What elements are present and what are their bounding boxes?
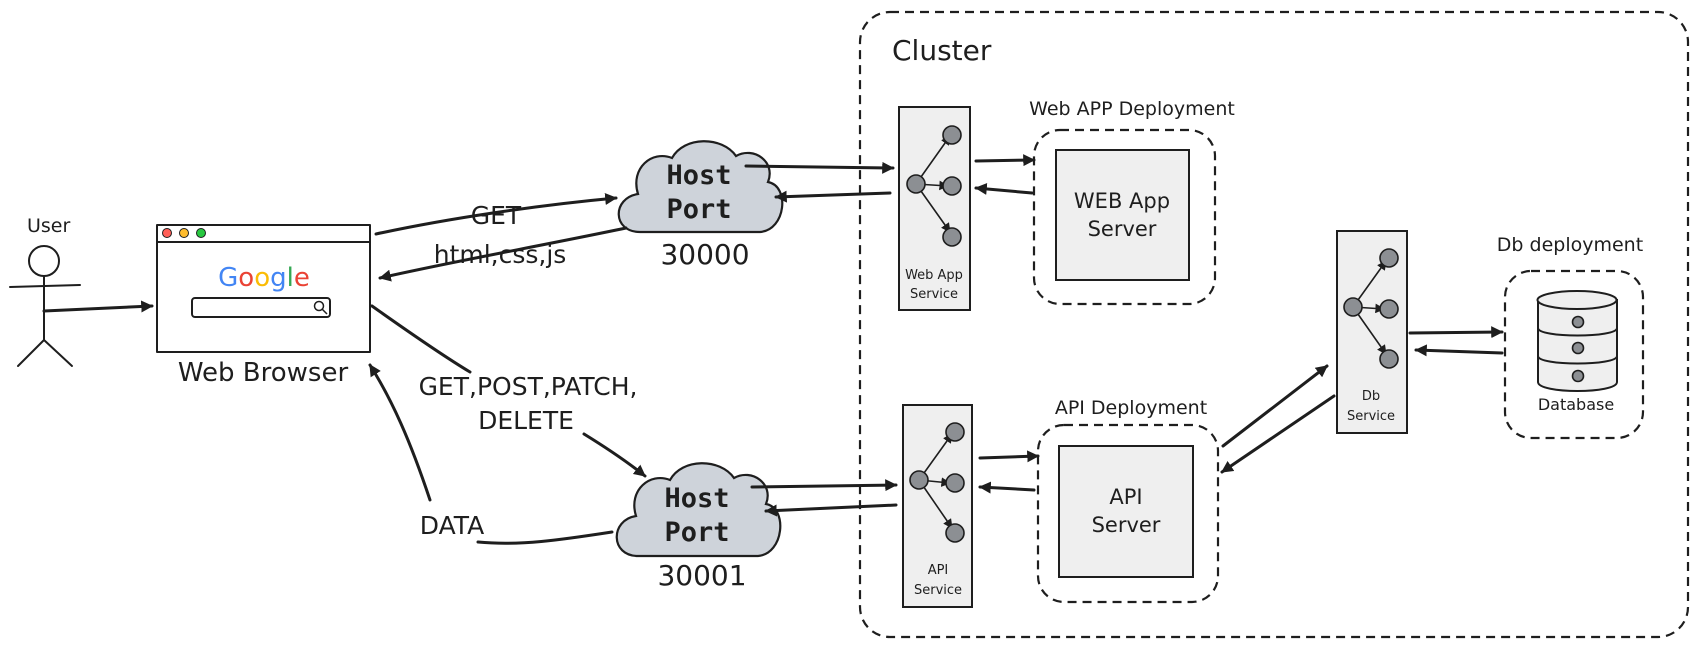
service-graph-icon <box>909 422 965 543</box>
data-arrow-start <box>476 530 614 545</box>
api-deployment: API Deployment API Server <box>1036 397 1220 604</box>
cluster-label: Cluster <box>892 34 992 67</box>
host-port-api-number: 30001 <box>657 559 746 592</box>
host-port-api-line2: Port <box>664 517 729 548</box>
service-graph-icon <box>1343 248 1399 369</box>
methods-label-line1: GET,POST,PATCH, <box>419 372 638 401</box>
cluster-frame <box>858 10 1690 639</box>
browser-label: Web Browser <box>178 358 349 388</box>
web-app-deployment-frame <box>1032 128 1217 306</box>
stick-figure-icon <box>9 245 81 367</box>
database-icon <box>1536 290 1618 392</box>
api-service-label-line1: API <box>928 563 949 578</box>
api-service-label-line2: Service <box>914 583 962 598</box>
host-port-web-line2: Port <box>666 194 731 225</box>
api-server-box <box>1058 445 1194 578</box>
html-css-js-arrow <box>378 226 628 282</box>
db-service-label-line1: Db <box>1362 389 1380 404</box>
service-to-web-app-arrow <box>974 154 1036 167</box>
html-css-js-label: html,css,js <box>434 240 567 269</box>
db-deployment: Db deployment Database <box>1497 234 1645 440</box>
database-to-db-service-arrow <box>1414 344 1504 357</box>
host-port-web-number: 30000 <box>660 238 749 271</box>
web-browser: Google Web Browser <box>156 224 371 388</box>
db-service: Db Service <box>1336 230 1408 434</box>
user-label: User <box>27 215 70 237</box>
service-to-hostport-web-arrow <box>774 190 892 203</box>
api-deployment-title: API Deployment <box>1055 397 1207 419</box>
db-deployment-title: Db deployment <box>1497 234 1643 256</box>
web-app-deployment-title: Web APP Deployment <box>1029 98 1235 120</box>
hostport-web-to-service-arrow <box>744 161 895 174</box>
host-port-web: Host Port 30000 <box>617 140 784 271</box>
api-to-service-arrow <box>978 481 1036 494</box>
api-server-line2: Server <box>1092 513 1161 537</box>
user-to-browser-arrow <box>42 300 154 313</box>
window-dots-icon <box>162 228 206 238</box>
db-deployment-frame <box>1503 269 1645 440</box>
api-server-line1: API <box>1109 485 1142 509</box>
db-service-label-line2: Service <box>1347 409 1395 424</box>
db-service-to-database-arrow <box>1408 326 1504 339</box>
user-actor: User <box>9 215 81 367</box>
browser-window <box>156 224 371 353</box>
web-app-server-line2: Server <box>1088 217 1157 241</box>
host-port-web-line1: Host <box>666 160 731 191</box>
methods-arrow-end <box>582 432 647 478</box>
web-app-service-label-line2: Service <box>910 287 958 302</box>
host-port-api: Host Port 30001 <box>615 462 782 592</box>
web-app-deployment: Web APP Deployment WEB App Server <box>1029 98 1235 306</box>
service-graph-icon <box>906 125 962 247</box>
data-arrow-end <box>368 363 432 502</box>
service-to-api-arrow <box>978 450 1040 463</box>
db-service-to-api-arrow <box>1220 394 1336 474</box>
api-service: API Service <box>902 404 973 608</box>
google-logo: Google <box>218 263 310 293</box>
search-icon <box>313 300 328 315</box>
cloud-icon <box>617 140 784 234</box>
service-to-hostport-api-arrow <box>764 503 898 517</box>
web-app-to-service-arrow <box>974 182 1034 195</box>
web-app-server-line1: WEB App <box>1074 189 1170 213</box>
api-deployment-frame <box>1036 423 1220 604</box>
browser-search-box <box>191 297 331 318</box>
hostport-api-to-service-arrow <box>750 479 898 492</box>
get-arrow <box>374 193 618 236</box>
methods-label-line2: DELETE <box>478 406 574 435</box>
methods-arrow-start <box>370 304 472 374</box>
cluster-boundary: Cluster <box>858 10 1690 639</box>
web-app-server-box <box>1055 149 1190 281</box>
get-label: GET <box>471 201 522 230</box>
web-app-service-label-line1: Web App <box>905 268 963 283</box>
host-port-api-line1: Host <box>664 483 729 514</box>
web-app-service: Web App Service <box>898 106 971 311</box>
api-to-db-service-arrow <box>1221 364 1329 448</box>
database-label: Database <box>1538 395 1614 414</box>
data-label: DATA <box>420 511 484 540</box>
